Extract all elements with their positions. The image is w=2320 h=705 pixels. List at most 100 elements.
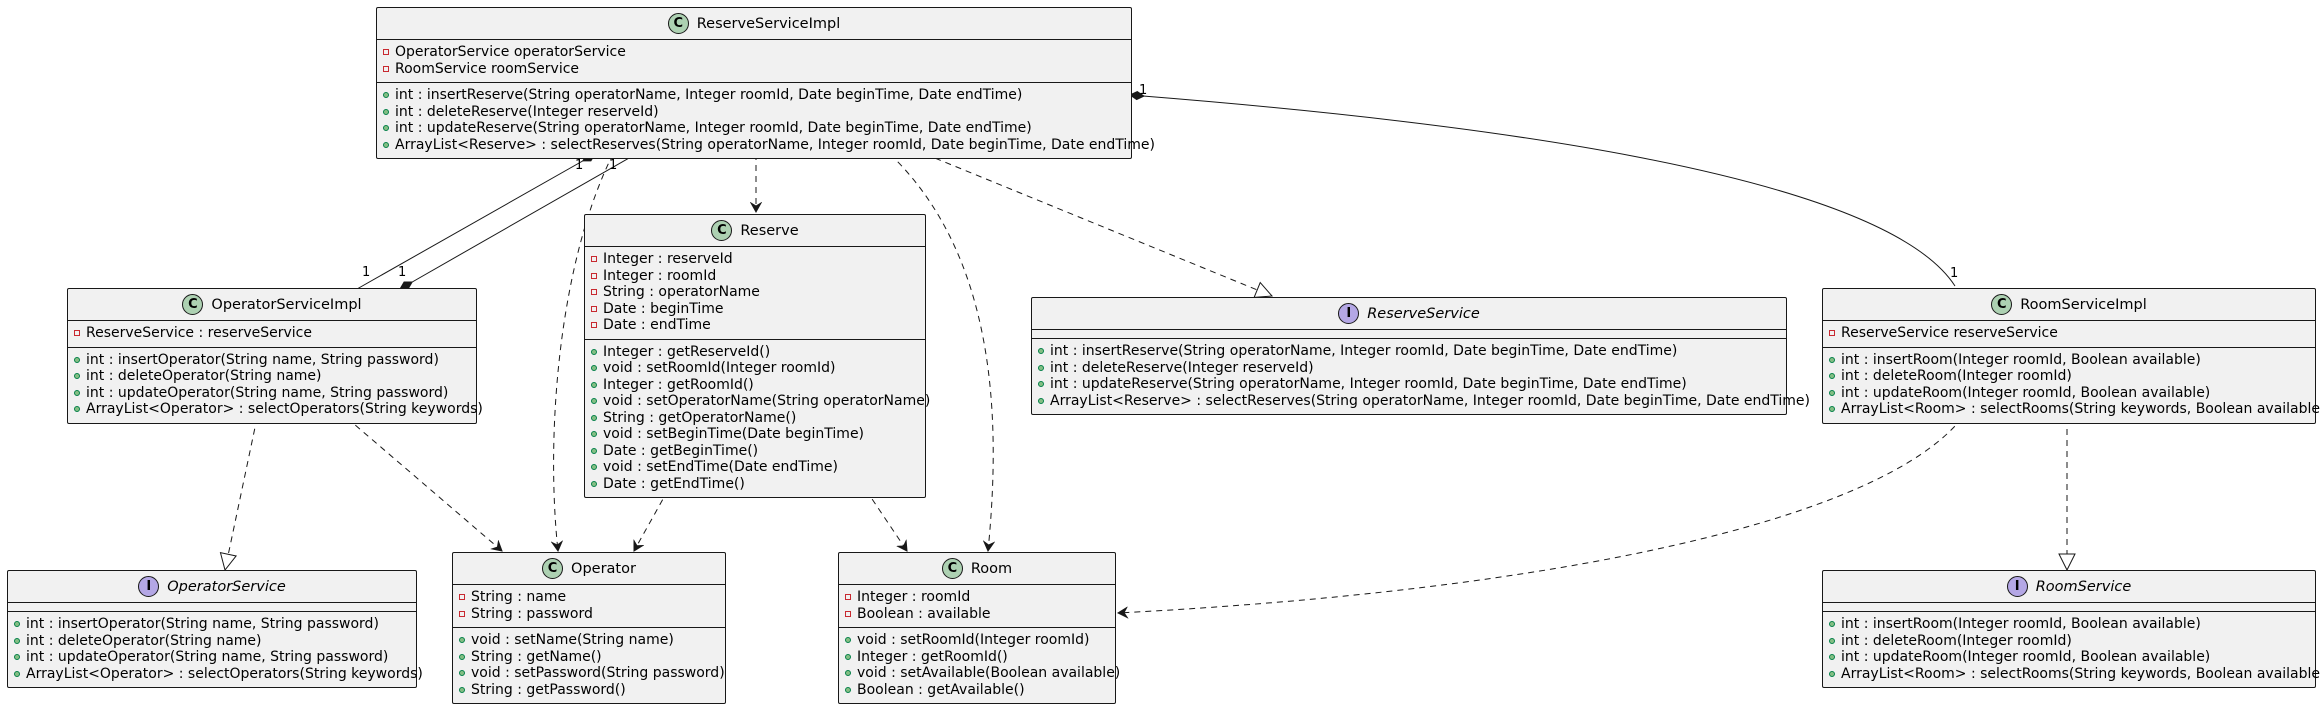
public-visibility-icon	[1829, 373, 1835, 380]
class-name: ReserveService	[1367, 305, 1480, 322]
class-header: I RoomService	[1823, 571, 2315, 603]
dependency-roomimpl-room	[1118, 417, 1963, 613]
class-icon: C	[667, 13, 689, 34]
method-row: int : updateRoom(Integer roomId, Boolean…	[1823, 385, 2315, 402]
method-row: String : getOperatorName()	[585, 410, 925, 427]
method-row: void : setPassword(String password)	[453, 665, 725, 682]
multiplicity-label: 1	[575, 158, 584, 173]
method-row: Integer : getRoomId()	[585, 377, 925, 394]
composition-rsi-roomserviceimpl	[1128, 90, 1956, 287]
public-visibility-icon	[1038, 364, 1044, 371]
public-visibility-icon	[591, 431, 597, 438]
class-name: OperatorService	[167, 578, 286, 595]
method-text: Integer : getReserveId()	[603, 343, 771, 360]
private-visibility-icon	[1829, 330, 1835, 337]
public-visibility-icon	[591, 480, 597, 487]
class-name: Operator	[571, 560, 636, 577]
public-visibility-icon	[14, 654, 20, 661]
method-text: int : updateReserve(String operatorName,…	[395, 120, 1032, 137]
method-row: int : updateReserve(String operatorName,…	[377, 120, 1131, 137]
method-row: int : deleteRoom(Integer roomId)	[1823, 368, 2315, 385]
public-visibility-icon	[459, 670, 465, 677]
method-row: void : setRoomId(Integer roomId)	[585, 360, 925, 377]
method-text: Date : getEndTime()	[603, 475, 745, 492]
method-text: int : insertReserve(String operatorName,…	[1050, 343, 1678, 360]
multiplicity-label: 1	[1139, 83, 1148, 98]
method-text: int : deleteReserve(Integer reserveId)	[1050, 359, 1314, 376]
method-row: ArrayList<Reserve> : selectReserves(Stri…	[1032, 393, 1810, 410]
field-row: ReserveService reserveService	[1823, 325, 2315, 342]
public-visibility-icon	[1829, 654, 1835, 661]
field-row: Boolean : available	[839, 606, 1115, 623]
method-text: int : deleteRoom(Integer roomId)	[1841, 368, 2072, 385]
method-row: void : setOperatorName(String operatorNa…	[585, 393, 930, 410]
method-text: int : updateOperator(String name, String…	[26, 649, 389, 666]
field-text: String : operatorName	[603, 284, 760, 301]
private-visibility-icon	[383, 65, 389, 72]
multiplicity-label: 1	[398, 265, 407, 280]
public-visibility-icon	[1038, 381, 1044, 388]
interface-icon: I	[2006, 576, 2028, 597]
field-row: OperatorService operatorService	[377, 44, 1131, 61]
method-row: void : setAvailable(Boolean available)	[839, 665, 1120, 682]
field-text: String : name	[471, 589, 567, 606]
public-visibility-icon	[383, 108, 389, 115]
public-visibility-icon	[14, 637, 20, 644]
multiplicity-label: 1	[609, 158, 618, 173]
public-visibility-icon	[383, 125, 389, 132]
public-visibility-icon	[1829, 406, 1835, 413]
method-row: int : insertOperator(String name, String…	[68, 352, 476, 369]
method-text: ArrayList<Room> : selectRooms(String key…	[1841, 401, 2320, 418]
composition-rsi-operatorserviceimpl-a	[356, 153, 596, 290]
method-text: Integer : getRoomId()	[857, 648, 1008, 665]
class-name: ReserveServiceImpl	[696, 15, 841, 32]
field-row: Integer : roomId	[839, 589, 1115, 606]
field-text: Integer : roomId	[857, 589, 971, 606]
public-visibility-icon	[1829, 637, 1835, 644]
method-text: int : insertRoom(Integer roomId, Boolean…	[1841, 616, 2201, 633]
public-visibility-icon	[845, 653, 851, 660]
method-text: void : setEndTime(Date endTime)	[603, 459, 838, 476]
method-row: void : setEndTime(Date endTime)	[585, 459, 925, 476]
realization-rsi-reserveservice	[924, 153, 1274, 298]
public-visibility-icon	[591, 381, 597, 388]
public-visibility-icon	[591, 398, 597, 405]
private-visibility-icon	[459, 594, 465, 601]
public-visibility-icon	[383, 92, 389, 99]
method-row: int : insertRoom(Integer roomId, Boolean…	[1823, 616, 2315, 633]
private-visibility-icon	[845, 610, 851, 617]
method-text: int : insertRoom(Integer roomId, Boolean…	[1841, 351, 2201, 368]
method-text: String : getOperatorName()	[603, 409, 797, 426]
public-visibility-icon	[74, 406, 80, 413]
public-visibility-icon	[845, 670, 851, 677]
field-text: Integer : roomId	[603, 267, 717, 284]
public-visibility-icon	[14, 621, 20, 628]
multiplicity-label: 1	[1950, 266, 1959, 281]
method-row: int : updateRoom(Integer roomId, Boolean…	[1823, 649, 2315, 666]
field-row: Integer : roomId	[585, 268, 925, 285]
method-row: int : deleteOperator(String name)	[68, 368, 476, 385]
method-row: ArrayList<Operator> : selectOperators(St…	[8, 666, 423, 683]
method-row: String : getName()	[453, 649, 725, 666]
interface-room-service[interactable]: I RoomService int : insertRoom(Integer roo…	[1822, 570, 2320, 688]
method-text: void : setPassword(String password)	[471, 665, 725, 682]
class-name: RoomService	[2035, 578, 2132, 595]
class-icon: C	[182, 294, 204, 315]
method-text: Date : getBeginTime()	[603, 442, 759, 459]
method-row: Date : getEndTime()	[585, 476, 925, 493]
method-text: void : setRoomId(Integer roomId)	[603, 360, 836, 377]
